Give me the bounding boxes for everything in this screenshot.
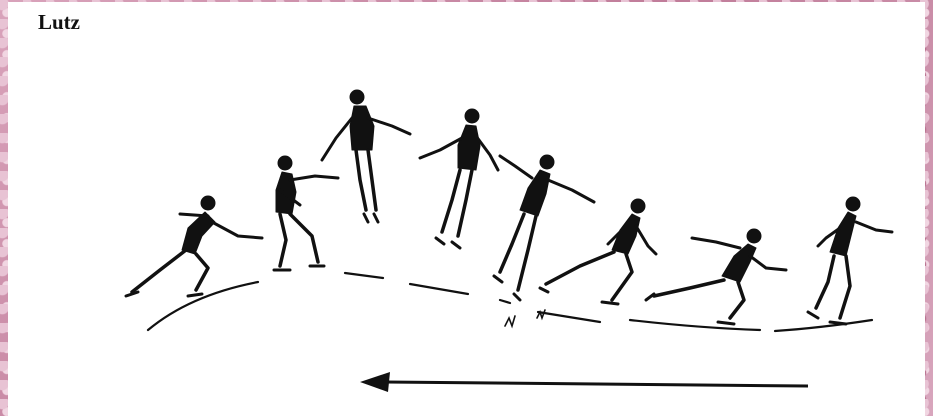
skater-figure-2 bbox=[274, 156, 338, 270]
skater-figure-8 bbox=[808, 197, 892, 324]
skater-figure-1 bbox=[126, 196, 262, 296]
direction-arrow bbox=[360, 372, 808, 392]
skater-figure-5 bbox=[494, 155, 594, 300]
skater-figure-7 bbox=[646, 229, 786, 324]
skater-figure-6 bbox=[540, 199, 656, 304]
ice-trace bbox=[148, 273, 872, 331]
skater-figure-4 bbox=[420, 109, 498, 248]
skater-figure-3 bbox=[322, 90, 410, 222]
